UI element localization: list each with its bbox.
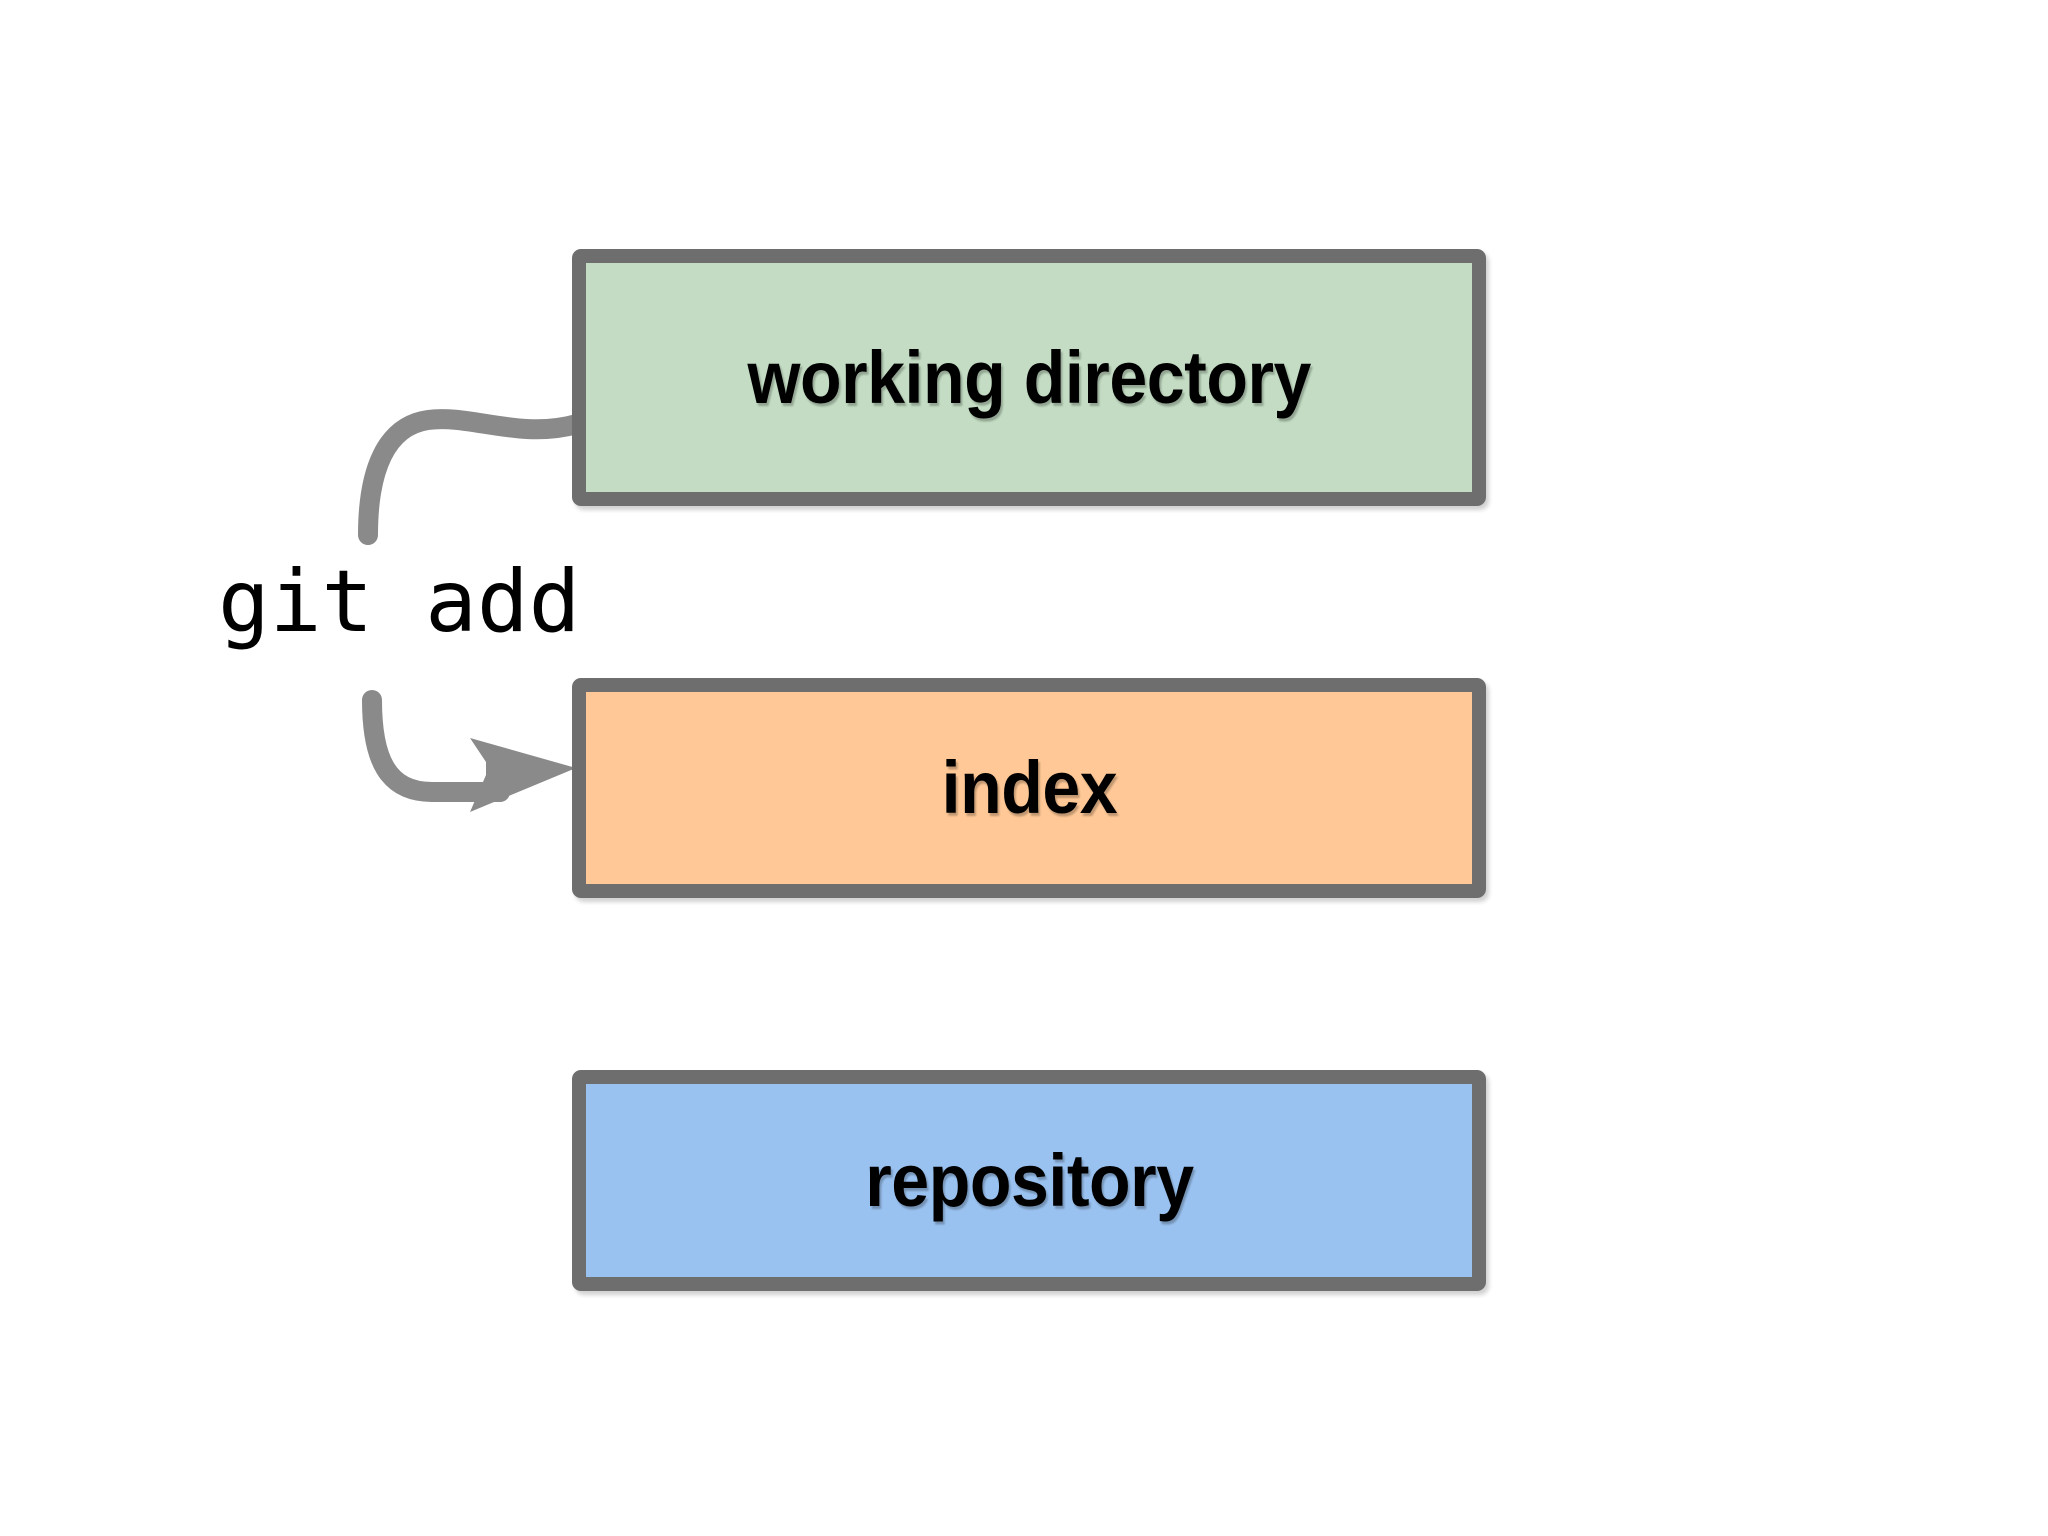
node-index[interactable]: index — [572, 678, 1486, 898]
node-working-directory-label: working directory — [747, 335, 1311, 419]
node-repository-label: repository — [864, 1138, 1194, 1222]
node-repository[interactable]: repository — [572, 1070, 1486, 1291]
node-index-label: index — [941, 746, 1117, 829]
git-add-edge-lower-path — [362, 690, 510, 802]
git-add-arrowhead-icon — [470, 738, 576, 812]
node-working-directory[interactable]: working directory — [572, 249, 1486, 506]
git-add-edge-upper-path — [358, 409, 587, 545]
edge-label-git-add: git add — [218, 552, 581, 652]
